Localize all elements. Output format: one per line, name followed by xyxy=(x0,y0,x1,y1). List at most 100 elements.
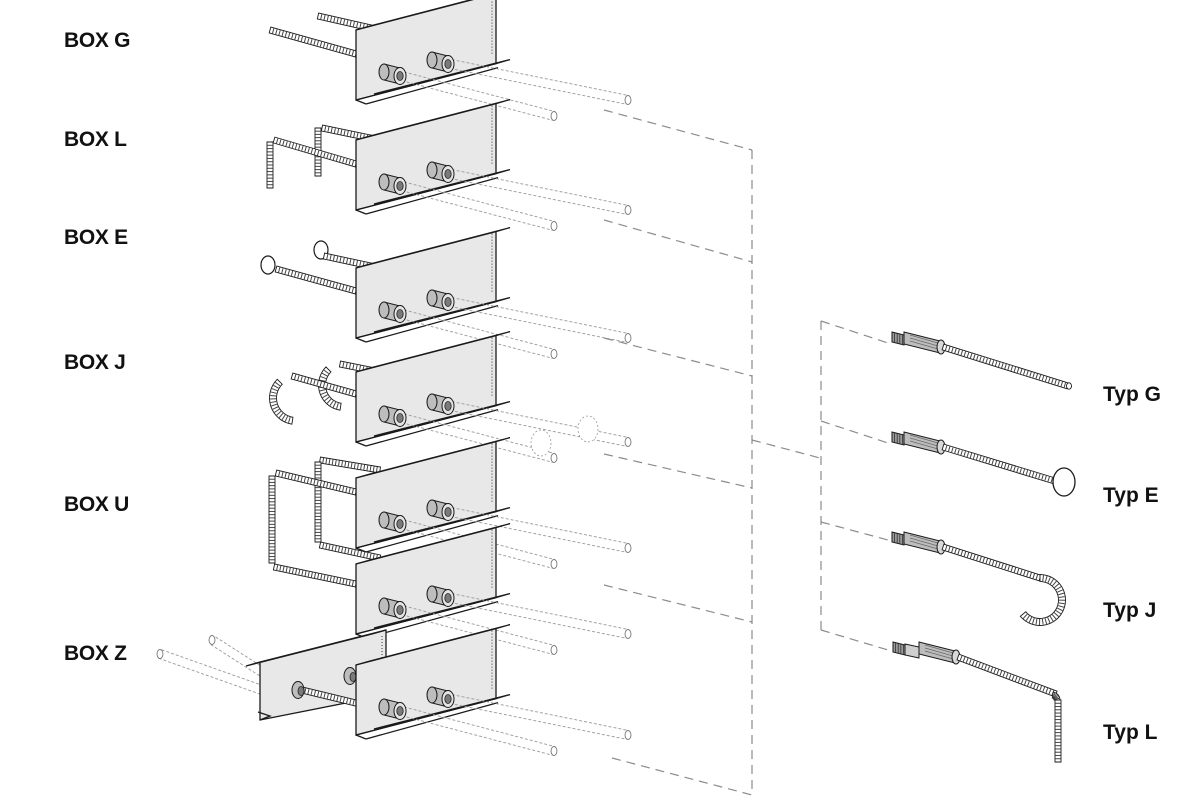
rib xyxy=(313,39,316,46)
box-g-drawing xyxy=(268,0,632,121)
rib xyxy=(326,482,329,488)
channel-face xyxy=(355,334,497,443)
rib xyxy=(316,380,319,386)
coupler-sleeve xyxy=(426,393,455,415)
rib xyxy=(279,139,282,145)
bar-coupler xyxy=(891,431,946,455)
rib xyxy=(359,22,362,29)
rib xyxy=(348,159,351,165)
rib xyxy=(350,462,353,468)
rib xyxy=(349,363,351,369)
rib xyxy=(1013,466,1016,472)
rib xyxy=(969,353,973,359)
rib xyxy=(951,347,954,353)
connector-branch xyxy=(820,420,889,444)
rib xyxy=(294,34,297,40)
rib xyxy=(962,656,966,662)
rib xyxy=(332,45,335,51)
rib xyxy=(323,152,326,158)
rib xyxy=(294,374,297,380)
rib xyxy=(1044,618,1048,625)
rib xyxy=(313,690,316,696)
rib xyxy=(351,50,354,56)
rib xyxy=(329,281,332,287)
rib xyxy=(1048,689,1052,695)
rib xyxy=(323,574,326,581)
rib xyxy=(1005,672,1009,679)
rib xyxy=(322,457,325,464)
rib xyxy=(306,377,310,384)
sleeve-flute xyxy=(924,650,954,660)
rib xyxy=(1019,368,1023,374)
rib xyxy=(332,576,335,583)
rib xyxy=(1049,578,1054,585)
rebar xyxy=(318,456,382,474)
box-g-channel xyxy=(355,0,632,121)
ghost-bar-edge xyxy=(396,316,553,359)
rib xyxy=(1047,476,1050,482)
rib xyxy=(320,14,323,20)
rib xyxy=(306,478,310,484)
sleeve-hole xyxy=(349,672,357,682)
rib xyxy=(959,655,963,661)
rebar xyxy=(274,265,358,295)
rib xyxy=(313,276,316,283)
rib xyxy=(349,20,352,26)
rib xyxy=(963,351,967,357)
ghost-bar-edge xyxy=(445,304,628,343)
rib xyxy=(338,460,340,466)
rib xyxy=(348,580,351,586)
ghost-bar-end xyxy=(550,559,558,569)
channel-bottom-flange xyxy=(355,693,511,736)
rib xyxy=(988,458,991,464)
rib xyxy=(1016,367,1020,373)
box-j-drawing xyxy=(269,330,632,463)
rib xyxy=(1041,474,1044,480)
rib xyxy=(282,566,285,572)
rib xyxy=(1054,583,1060,588)
ghost-bar-end xyxy=(550,746,558,756)
channel-face xyxy=(355,0,497,101)
rib xyxy=(316,480,319,486)
rib xyxy=(270,401,277,404)
rib xyxy=(979,556,982,562)
rib xyxy=(1024,679,1027,685)
rib xyxy=(954,348,957,354)
connector-branch xyxy=(603,337,753,377)
rib xyxy=(281,268,284,274)
rib xyxy=(347,462,350,468)
rib xyxy=(310,572,313,578)
rib xyxy=(297,375,300,381)
rib xyxy=(319,389,326,392)
rib xyxy=(1057,589,1063,593)
rib xyxy=(1045,687,1049,694)
rib xyxy=(338,284,342,290)
rib xyxy=(326,693,329,699)
rib xyxy=(1004,363,1007,370)
rib xyxy=(335,46,339,52)
rib xyxy=(944,345,948,351)
rib xyxy=(300,273,303,279)
rib xyxy=(291,568,294,574)
sleeve-back xyxy=(426,289,438,307)
rib xyxy=(281,414,286,421)
coupler-sleeve xyxy=(378,511,407,533)
rib xyxy=(333,695,336,701)
rib xyxy=(355,364,358,370)
rib xyxy=(359,133,362,139)
rib xyxy=(960,350,963,356)
rib xyxy=(307,38,310,44)
rib xyxy=(352,259,355,265)
rib xyxy=(982,557,985,563)
rebar xyxy=(1054,699,1062,763)
rib xyxy=(328,544,331,550)
rib xyxy=(285,141,288,147)
rib xyxy=(323,369,330,375)
rib xyxy=(321,372,328,377)
sleeve-flute xyxy=(909,534,939,544)
channel-bottom-flange xyxy=(355,58,511,101)
rib xyxy=(987,666,990,672)
coupler-sleeve xyxy=(426,686,455,708)
rib xyxy=(344,461,347,467)
rib xyxy=(279,565,282,571)
